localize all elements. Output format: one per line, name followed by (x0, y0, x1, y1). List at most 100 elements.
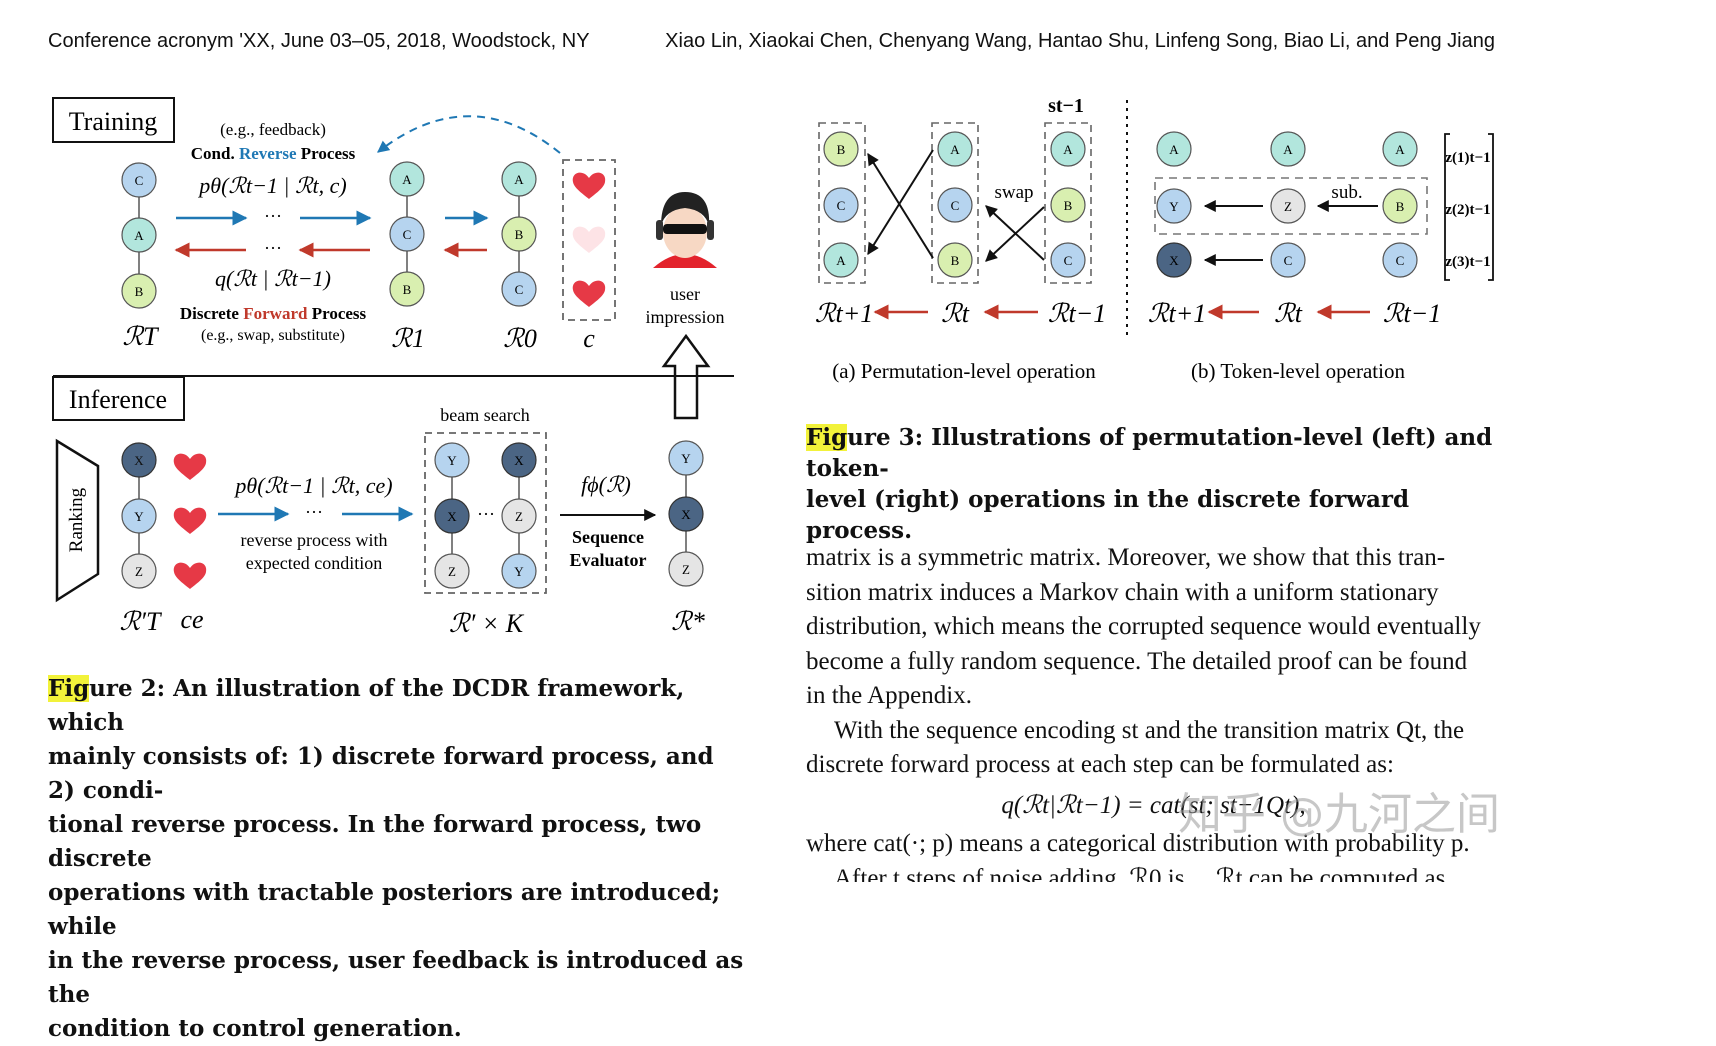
svg-text:C: C (837, 198, 846, 213)
label-R1: ℛ1 (391, 324, 425, 353)
svg-text:···: ··· (305, 502, 323, 522)
svg-text:Y: Y (134, 509, 144, 524)
z1-label: z(1)t−1 (1445, 150, 1490, 166)
reverse-desc-1: reverse process with (241, 530, 388, 550)
svg-text:C: C (403, 227, 412, 242)
user-avatar-icon (653, 192, 717, 268)
svg-text:A: A (1063, 142, 1073, 157)
svg-text:Y: Y (514, 564, 524, 579)
node-c: C (135, 173, 144, 188)
heart-icon (572, 172, 606, 199)
svg-text:···: ··· (477, 504, 495, 524)
s-label: st−1 (1048, 95, 1084, 117)
subcaption-a: (a) Permutation-level operation (832, 359, 1096, 383)
ellipsis-top: ··· (264, 206, 282, 226)
node-b: B (135, 284, 144, 299)
heart-icon (173, 453, 207, 480)
swap-label: swap (994, 182, 1033, 203)
svg-text:B: B (951, 253, 960, 268)
running-header-left: Conference acronym 'XX, June 03–05, 2018… (48, 30, 590, 52)
body-line: discrete forward process at each step ca… (806, 751, 1394, 778)
svg-text:A: A (1169, 142, 1179, 157)
user-impression-1: user (670, 284, 700, 304)
watermark: 知乎 @九河之间 (1178, 789, 1500, 840)
body-line: sition matrix induces a Markov chain wit… (806, 578, 1439, 606)
sub-label: sub. (1331, 182, 1362, 203)
body-line: in the Appendix. (806, 682, 972, 709)
svg-text:Z: Z (515, 509, 523, 524)
z2-label: z(2)t−1 (1445, 202, 1490, 218)
svg-text:X: X (447, 509, 457, 524)
heart-icon (572, 280, 606, 307)
svg-text:X: X (681, 507, 691, 522)
body-text: matrix is a symmetric matrix. Moreover, … (806, 541, 1501, 882)
label-Rt1-b: ℛt+1 (1148, 299, 1207, 328)
label-Rt-b: ℛt (1274, 299, 1303, 328)
svg-text:B: B (515, 227, 524, 242)
running-header-right: Xiao Lin, Xiaokai Chen, Chenyang Wang, H… (665, 30, 1495, 52)
ranking-trapezoid (55, 438, 100, 603)
svg-text:A: A (1283, 142, 1293, 157)
beam-chain-1: Y X Z (434, 442, 470, 589)
beam-search-label: beam search (440, 405, 529, 425)
chain-R0: A B C (501, 161, 537, 307)
training-box (52, 97, 175, 143)
forward-formula: q(ℛt | ℛt−1) (215, 266, 331, 291)
label-Rtm1-a: ℛt−1 (1048, 299, 1107, 328)
f-phi: fϕ(ℛ) (581, 472, 631, 497)
svg-text:C: C (1064, 253, 1073, 268)
figure-2-diagram: Training C A B ℛT (e.g., feedback) Cond.… (52, 97, 734, 638)
label-RK: ℛ′ × K (449, 609, 525, 638)
svg-text:X: X (134, 453, 144, 468)
svg-text:A: A (836, 253, 846, 268)
svg-text:C: C (951, 198, 960, 213)
condition-box (562, 159, 616, 321)
label-Rtm1-b: ℛt−1 (1383, 299, 1442, 328)
z3-label: z(3)t−1 (1445, 254, 1490, 270)
heart-icon (173, 507, 207, 534)
label-c: c (583, 324, 595, 353)
reverse-desc-2: expected condition (246, 553, 382, 573)
svg-text:Z: Z (682, 562, 690, 577)
chain-Rstar: Y X Z (668, 440, 704, 587)
chain-RT: C A B (121, 162, 157, 309)
svg-text:A: A (514, 172, 524, 187)
figure-3-diagram: st−1 B C A A C B A B C swap ℛt+1 ℛt ℛt−1… (815, 95, 1494, 383)
label-Rt1-a: ℛt+1 (815, 299, 874, 328)
ops-note: (e.g., swap, substitute) (201, 327, 345, 344)
user-impression-2: impression (646, 307, 725, 327)
body-line: With the sequence encoding st and the tr… (834, 716, 1465, 744)
ellipsis-bottom: ··· (264, 238, 282, 258)
beam-search-box (424, 432, 547, 594)
svg-text:C: C (1284, 253, 1293, 268)
heart-icon (572, 226, 606, 253)
cond-reverse-process: Cond. Reverse Process (191, 144, 356, 163)
discrete-forward-process: Discrete Forward Process (180, 304, 367, 323)
svg-text:C: C (515, 282, 524, 297)
inference-label: Inference (69, 385, 167, 414)
feedback-note: (e.g., feedback) (220, 120, 326, 139)
label-Rstar: ℛ* (671, 607, 705, 636)
figure-3-caption: Figure 3: Illustrations of permutation-l… (806, 424, 1493, 544)
node-a: A (134, 228, 144, 243)
svg-text:X: X (1169, 253, 1179, 268)
label-Rt-a: ℛt (941, 299, 970, 328)
body-line: matrix is a symmetric matrix. Moreover, … (806, 544, 1446, 571)
label-RT: ℛT (122, 322, 159, 351)
svg-text:Y: Y (447, 453, 457, 468)
svg-text:Z: Z (1284, 199, 1292, 214)
svg-text:A: A (402, 172, 412, 187)
beam-chain-2: X Z Y (501, 442, 537, 589)
feedback-curve (377, 115, 561, 154)
ranking-label: Ranking (66, 487, 87, 552)
svg-text:B: B (837, 142, 846, 157)
svg-text:C: C (1396, 253, 1405, 268)
svg-text:X: X (514, 453, 524, 468)
label-ce: ce (180, 605, 203, 634)
heart-icon (173, 562, 207, 589)
equation: q(ℛt|ℛt−1) = cat(st; st−1Qt), (1001, 791, 1306, 819)
figure-2-caption: Figure 2: An illustration of the DCDR fr… (48, 675, 744, 1042)
subcaption-b: (b) Token-level operation (1191, 359, 1405, 383)
svg-text:Z: Z (448, 564, 456, 579)
evaluator-2: Evaluator (569, 550, 646, 570)
